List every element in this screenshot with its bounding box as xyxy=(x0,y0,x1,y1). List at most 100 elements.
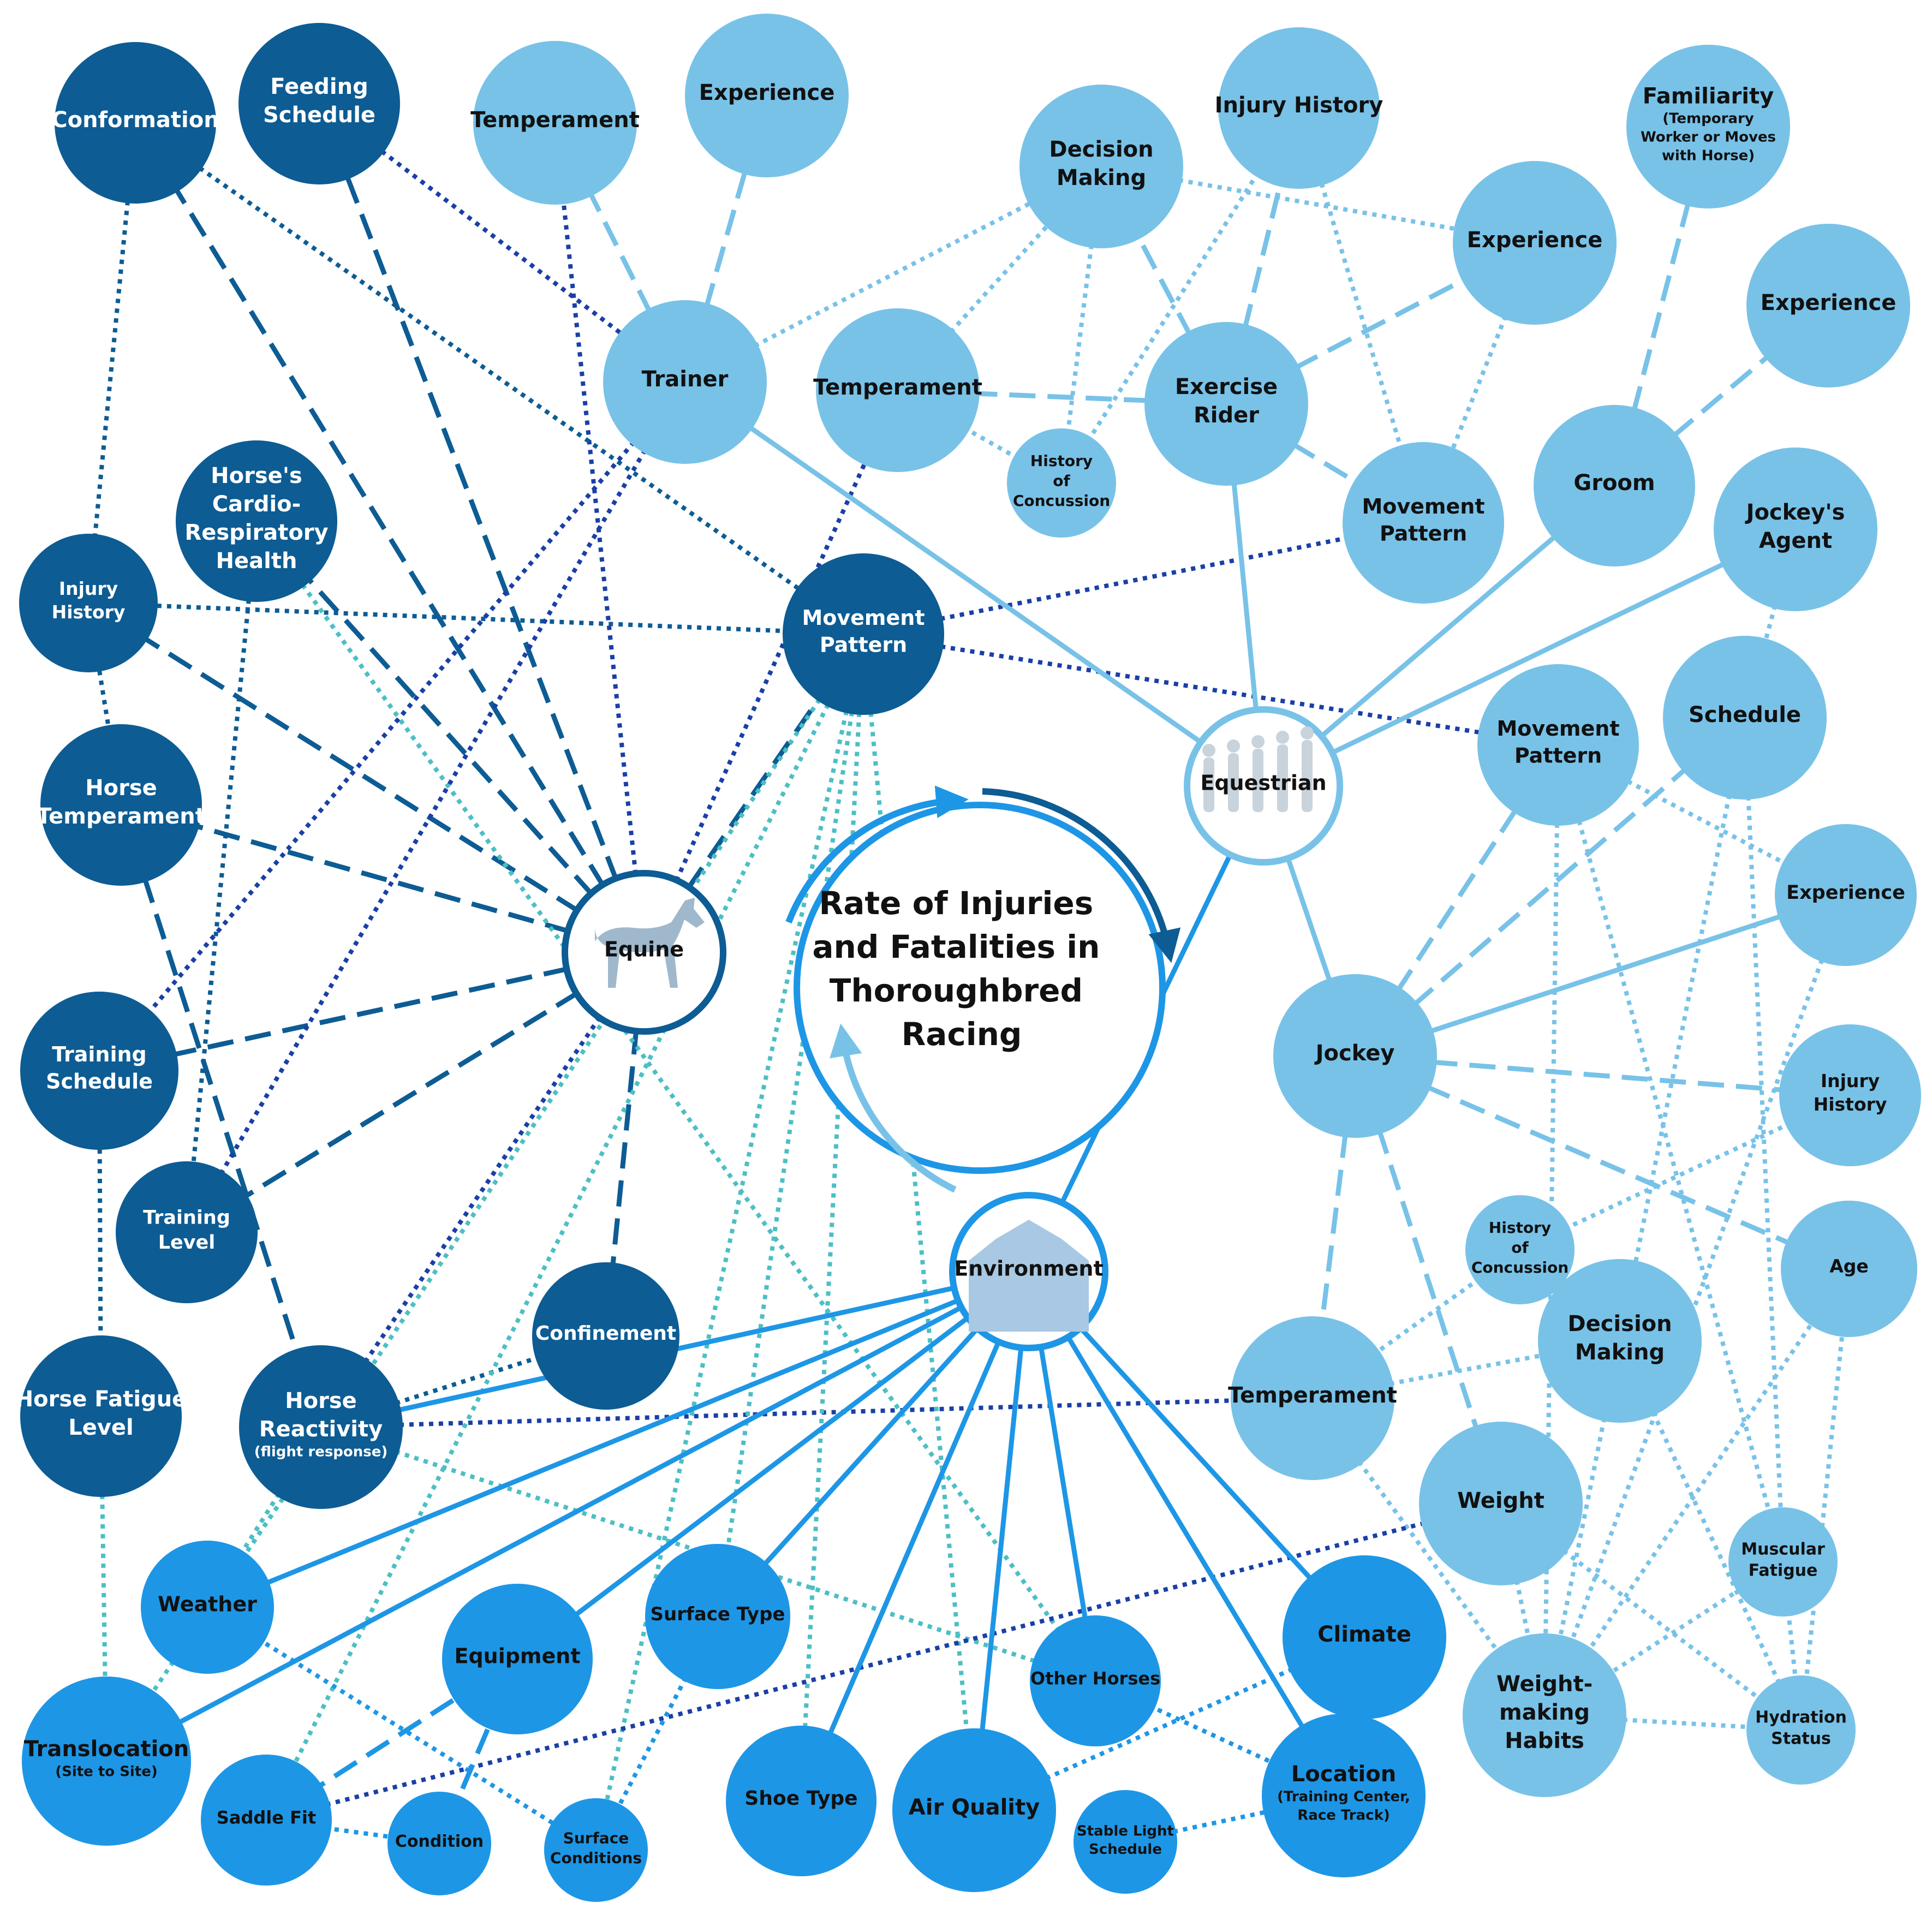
node-label-equine: Equine xyxy=(604,938,684,962)
edge-equine-movement-pattern-to-shoe-type xyxy=(799,634,866,1801)
node-label-air-quality: Air Quality xyxy=(909,1795,1040,1820)
edge-equine-to-equine-injury-history xyxy=(87,601,646,954)
node-label-line: Translocation xyxy=(24,1737,189,1762)
edge-horse-reactivity-to-jockey-temperament xyxy=(320,1396,1313,1429)
node-circle-jockey xyxy=(1273,974,1437,1138)
node-label-line: Injury xyxy=(1821,1070,1880,1091)
edge-equestrian-to-trainer xyxy=(683,380,1265,788)
edge-environment-to-climate xyxy=(1027,1269,1367,1639)
central-title-line: Rate of Injuries xyxy=(819,885,1094,922)
edge-jockey-to-age xyxy=(1354,1053,1850,1272)
node-label-line: Saddle Fit xyxy=(217,1807,316,1828)
node-label-line: Shoe Type xyxy=(744,1787,857,1810)
node-label-line: Familiarity xyxy=(1643,83,1774,109)
node-sublabel-line: with Horse) xyxy=(1662,147,1755,164)
node-groom: Groom xyxy=(1534,405,1695,566)
node-weather: Weather xyxy=(141,1541,274,1674)
node-circle-equine-movement-pattern xyxy=(783,553,944,715)
node-circle-age xyxy=(1781,1201,1917,1337)
node-groom-experience: Experience xyxy=(1746,224,1910,387)
node-label-line: Cardio- xyxy=(212,492,301,517)
cycle-arrow-environment xyxy=(830,1023,957,1193)
node-label-line: Horse's xyxy=(211,463,302,488)
node-environment: Environment xyxy=(949,1192,1108,1351)
node-circle-trainer-experience xyxy=(685,14,849,177)
node-label-line: of xyxy=(1511,1239,1529,1257)
node-sublabel-line: Worker or Moves xyxy=(1641,129,1776,146)
node-label-line: Training xyxy=(143,1207,230,1228)
edge-conformation-to-equine-movement-pattern xyxy=(134,121,865,636)
node-air-quality: Air Quality xyxy=(892,1728,1056,1892)
node-label-shoe-type: Shoe Type xyxy=(744,1787,857,1810)
node-circle-rider-history-concussion xyxy=(1007,428,1116,538)
node-label-line: Equestrian xyxy=(1200,771,1326,795)
node-other-horses: Other Horses xyxy=(1030,1615,1161,1746)
node-label-equipment: Equipment xyxy=(454,1644,580,1668)
node-label-line: Condition xyxy=(395,1832,484,1851)
edge-age-to-weight-making-habits xyxy=(1542,1267,1851,1717)
node-circle-cardio-health xyxy=(176,440,337,602)
node-rider-temperament: Temperament xyxy=(813,308,982,472)
node-label-rider-experience: Experience xyxy=(1467,228,1603,253)
node-label-line: Movement xyxy=(1496,717,1619,741)
edge-trainer-to-training-level xyxy=(184,380,687,1234)
node-label-climate: Climate xyxy=(1317,1622,1411,1647)
node-label-schedule: Schedule xyxy=(1689,702,1801,727)
node-label-jockey-experience: Experience xyxy=(1786,882,1905,904)
node-circle-jockey-movement-pattern xyxy=(1477,664,1639,826)
edge-equine-to-horse-temperament xyxy=(120,802,645,955)
node-label-jockey: Jockey xyxy=(1314,1041,1395,1066)
node-saddle-fit: Saddle Fit xyxy=(201,1755,332,1886)
node-circle-horse-fatigue-level xyxy=(20,1335,182,1497)
edge-age-to-hydration-status xyxy=(1799,1268,1851,1731)
node-label-line: Surface Type xyxy=(651,1603,785,1625)
node-label-line: Movement xyxy=(802,606,925,630)
node-label-line: Environment xyxy=(954,1257,1103,1281)
node-label-line: Decision xyxy=(1049,137,1153,162)
node-label-line: Concussion xyxy=(1471,1258,1569,1276)
node-label-line: Groom xyxy=(1573,470,1655,496)
node-circle-jockeys-agent xyxy=(1714,448,1877,611)
node-label-line: History xyxy=(1030,452,1093,470)
node-circle-training-schedule xyxy=(20,992,178,1150)
node-circle-equipment xyxy=(442,1584,593,1734)
node-label-jockey-temperament: Temperament xyxy=(1228,1383,1397,1408)
node-translocation: Translocation(Site to Site) xyxy=(22,1677,191,1846)
node-circle-air-quality xyxy=(892,1728,1056,1892)
node-circle-location xyxy=(1262,1714,1426,1877)
node-circle-conformation xyxy=(55,42,216,204)
node-label-line: Temperament xyxy=(37,804,206,829)
edge-jockey-experience-to-weight-making-habits xyxy=(1542,894,1848,1716)
node-label-line: Location xyxy=(1291,1762,1396,1787)
node-equine: Equine xyxy=(562,870,726,1035)
node-label-rider-temperament: Temperament xyxy=(813,375,982,400)
node-label-trainer-temperament: Temperament xyxy=(470,108,640,133)
node-sublabel-line: (Training Center, xyxy=(1277,1789,1410,1805)
node-circle-feeding-schedule xyxy=(238,23,400,184)
edge-jockey-to-jockey-injury-history xyxy=(1355,1053,1851,1098)
node-label-line: Conformation xyxy=(51,108,219,133)
node-equestrian: Equestrian xyxy=(1184,706,1343,866)
edge-equine-injury-history-to-equine-movement-pattern xyxy=(88,601,864,636)
